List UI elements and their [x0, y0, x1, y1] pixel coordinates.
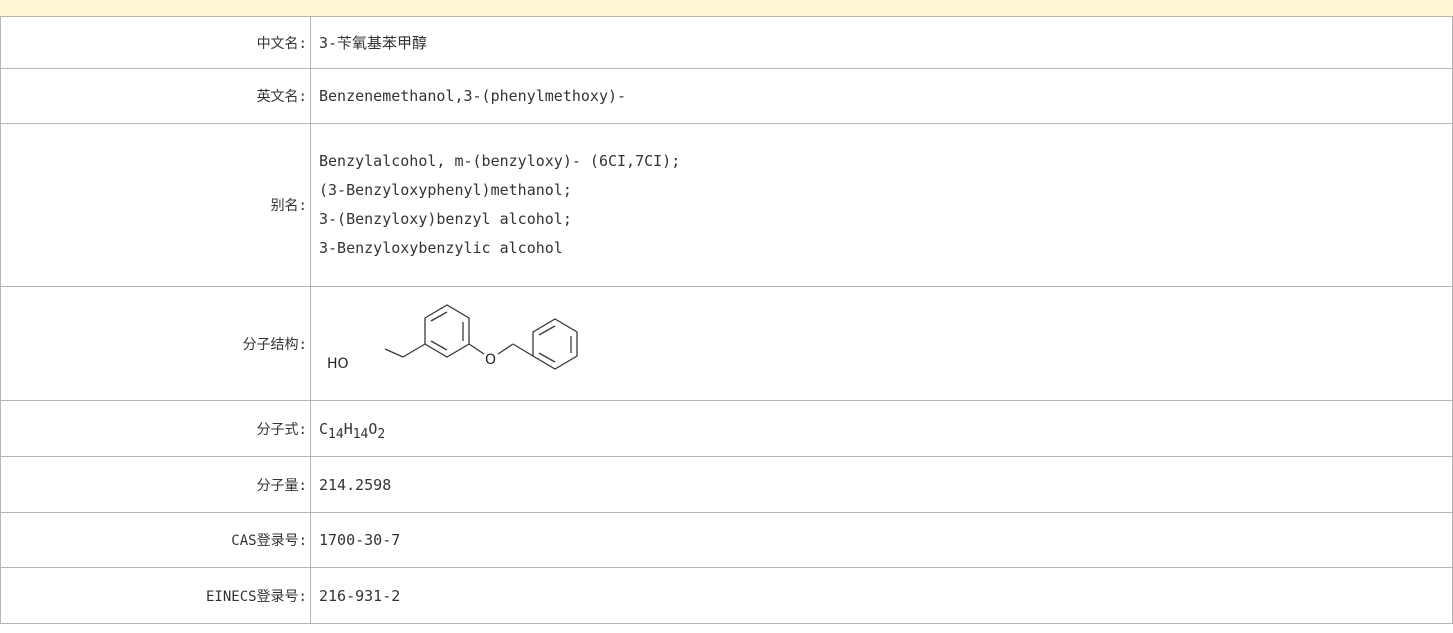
label-structure: 分子结构:: [0, 286, 311, 401]
value-cas: 1700-30-7: [310, 512, 1453, 568]
molecular-structure-image: HO O: [327, 303, 578, 372]
ring-double-bond: [430, 310, 448, 322]
formula-subscript: 2: [377, 426, 386, 442]
value-molecular-weight: 214.2598: [310, 456, 1453, 513]
label-english-name: 英文名:: [0, 68, 311, 124]
label-molecular-weight: 分子量:: [0, 456, 311, 513]
header-band: [0, 0, 1453, 17]
bond-benzyl: [512, 342, 534, 357]
value-aliases: Benzylalcohol, m-(benzyloxy)- (6CI,7CI);…: [310, 123, 1453, 287]
row-aliases: 别名: Benzylalcohol, m-(benzyloxy)- (6CI,7…: [0, 123, 1453, 287]
row-molecular-weight: 分子量: 214.2598: [0, 456, 1453, 513]
value-formula: C14H14O2: [310, 400, 1453, 457]
value-structure: HO O: [310, 286, 1453, 401]
label-einecs: EINECS登录号:: [0, 567, 311, 624]
row-formula: 分子式: C14H14O2: [0, 400, 1453, 457]
formula-element: O: [368, 419, 378, 438]
value-einecs: 216-931-2: [310, 567, 1453, 624]
label-cas: CAS登录号:: [0, 512, 311, 568]
alias-item: Benzylalcohol, m-(benzyloxy)- (6CI,7CI);: [319, 152, 681, 170]
row-chinese-name: 中文名: 3-苄氧基苯甲醇: [0, 16, 1453, 69]
bond-ch2: [402, 342, 426, 358]
label-formula: 分子式:: [0, 400, 311, 457]
ring-double-bond: [538, 351, 556, 363]
ring-double-bond: [538, 324, 556, 336]
row-einecs: EINECS登录号: 216-931-2: [0, 567, 1453, 624]
bond-ether-left: [468, 342, 485, 355]
row-english-name: 英文名: Benzenemethanol,3-(phenylmethoxy)-: [0, 68, 1453, 124]
ether-oxygen-label: O: [485, 352, 496, 368]
row-cas: CAS登录号: 1700-30-7: [0, 512, 1453, 568]
benzene-ring-right: [532, 317, 578, 370]
ring-double-bond: [430, 339, 448, 351]
formula-subscript: 14: [328, 426, 344, 442]
alias-item: (3-Benzyloxyphenyl)methanol;: [319, 181, 572, 199]
bond-oh: [384, 347, 404, 358]
label-aliases: 别名:: [0, 123, 311, 287]
alias-item: 3-Benzyloxybenzylic alcohol: [319, 239, 563, 257]
label-chinese-name: 中文名:: [0, 16, 311, 69]
formula-element: H: [343, 419, 353, 438]
properties-table: 中文名: 3-苄氧基苯甲醇 英文名: Benzenemethanol,3-(ph…: [0, 16, 1453, 624]
formula-element: C: [319, 419, 329, 438]
bond-ether-right: [497, 342, 514, 355]
value-english-name: Benzenemethanol,3-(phenylmethoxy)-: [310, 68, 1453, 124]
row-structure: 分子结构: HO O: [0, 286, 1453, 401]
alias-item: 3-(Benzyloxy)benzyl alcohol;: [319, 210, 572, 228]
value-chinese-name: 3-苄氧基苯甲醇: [310, 16, 1453, 69]
formula-subscript: 14: [352, 426, 369, 442]
hydroxyl-label: HO: [327, 356, 349, 372]
